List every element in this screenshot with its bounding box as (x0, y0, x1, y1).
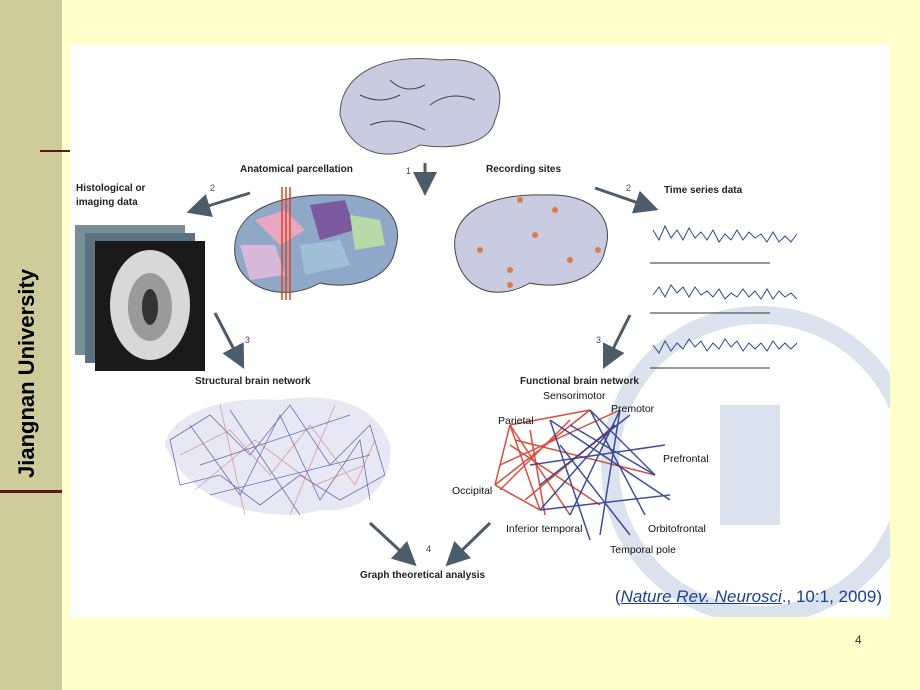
university-title: Jiangnan University (14, 268, 39, 478)
figure-graphics (75, 57, 890, 617)
mri-scan-stack (75, 225, 205, 371)
arrow-3-left (213, 312, 245, 369)
top-brain-icon (339, 57, 501, 155)
arrow-2-left (186, 191, 251, 218)
parcellated-brain-icon (234, 187, 398, 300)
step-number-2a: 2 (210, 183, 216, 193)
label-functional-network: Functional brain network (520, 376, 639, 387)
region-inferior-temporal: Inferior temporal (506, 523, 583, 535)
sidebar: Jiangnan University (0, 0, 62, 690)
step-number-2b: 2 (626, 183, 632, 193)
flow-arrows (186, 163, 659, 567)
arrow-4-right (445, 521, 492, 567)
brain-network-figure: Anatomical parcellation Recording sites … (70, 45, 890, 617)
step-number-3b: 3 (596, 335, 602, 345)
arrow-2-right (594, 186, 659, 214)
citation-rest: ., 10:1, 2009) (781, 587, 882, 606)
label-anatomical-parcellation: Anatomical parcellation (240, 164, 353, 175)
label-time-series: Time series data (664, 185, 743, 196)
page-number: 4 (855, 633, 862, 647)
label-imaging-data: imaging data (76, 197, 138, 208)
region-premotor: Premotor (611, 403, 655, 415)
watermark-seal (601, 306, 890, 617)
region-occipital: Occipital (452, 485, 493, 497)
recording-sites-brain-icon (454, 194, 608, 293)
region-prefrontal: Prefrontal (663, 453, 709, 465)
label-recording-sites: Recording sites (486, 164, 562, 175)
region-parietal: Parietal (498, 415, 534, 427)
citation: (Nature Rev. Neurosci., 10:1, 2009) (615, 587, 882, 607)
region-temporal-pole: Temporal pole (610, 544, 676, 556)
region-sensorimotor: Sensorimotor (543, 390, 606, 402)
time-series-panels (650, 224, 798, 369)
step-number-4: 4 (426, 544, 432, 554)
label-histological: Histological or (76, 183, 146, 194)
label-graph-analysis: Graph theoretical analysis (360, 570, 486, 581)
region-orbitofrontal: Orbitofrontal (648, 523, 706, 535)
functional-network (494, 409, 671, 541)
arrow-4-left (368, 521, 417, 567)
divider-bottom (0, 490, 62, 493)
citation-journal-link[interactable]: Nature Rev. Neurosci (620, 587, 782, 606)
citation-open: ( (614, 587, 621, 606)
divider-top (40, 150, 70, 152)
arrow-3-right (602, 314, 632, 370)
step-number-3a: 3 (245, 335, 251, 345)
structural-network (165, 397, 391, 516)
step-number-1: 1 (406, 166, 412, 176)
label-structural-network: Structural brain network (195, 376, 311, 387)
